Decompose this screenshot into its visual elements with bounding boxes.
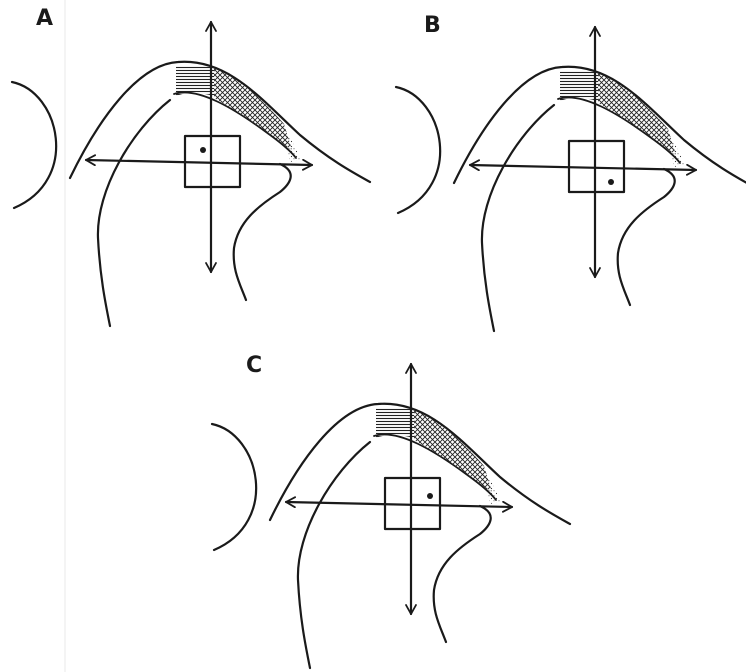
shoulder-diagram-b <box>396 27 746 331</box>
panel-c: C <box>212 353 570 668</box>
panel-b-label: B <box>424 13 441 38</box>
shoulder-diagram-c <box>212 364 570 668</box>
shoulder-diagram-a <box>12 22 370 326</box>
panel-a-marker-dot <box>200 147 206 153</box>
panel-b: B <box>396 13 746 331</box>
panel-a-label: A <box>36 6 53 31</box>
panel-b-marker-dot <box>608 179 614 185</box>
panel-c-label: C <box>246 353 262 378</box>
panel-c-marker-dot <box>427 493 433 499</box>
panel-a: A <box>12 6 370 326</box>
